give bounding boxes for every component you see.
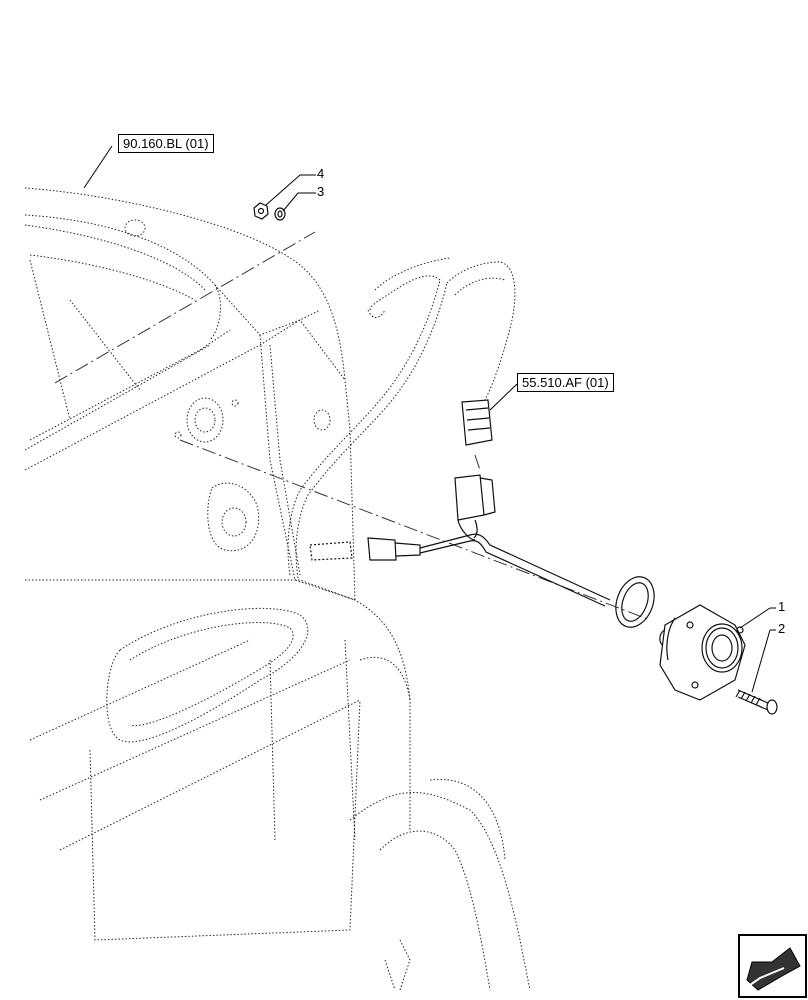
- reference-label-mid[interactable]: 55.510.AF (01): [517, 373, 614, 392]
- leader-ref-mid: [489, 383, 518, 411]
- cab-roof-outline: [24, 187, 346, 381]
- seal-ring: [615, 576, 655, 628]
- arrow-next-icon[interactable]: [738, 934, 807, 998]
- leader-ref-top: [83, 145, 113, 189]
- screw: [735, 689, 778, 715]
- reference-label-top[interactable]: 90.160.BL (01): [118, 134, 214, 153]
- cab-bracket: [207, 482, 260, 552]
- inline-connector: [309, 537, 421, 561]
- assembly-axis-lower: [179, 439, 651, 621]
- nut: [253, 202, 269, 220]
- power-socket: [659, 604, 746, 701]
- washer: [274, 207, 286, 221]
- rear-window-outline: [29, 259, 231, 441]
- cab-pillar: [259, 334, 356, 601]
- wheel-outline: [349, 792, 531, 991]
- callout-3: 3: [317, 184, 325, 199]
- harness-wire: [287, 279, 441, 576]
- callout-1: 1: [778, 599, 786, 614]
- leader-3: [282, 192, 316, 212]
- harness-connector-upper: [461, 399, 493, 446]
- socket-wire: [419, 533, 611, 601]
- leader-1: [739, 607, 776, 629]
- fender-outline: [25, 579, 411, 830]
- leader-4: [265, 174, 316, 206]
- leader-2: [751, 629, 776, 693]
- callout-2: 2: [778, 621, 786, 636]
- assembly-axis-upper: [54, 231, 316, 384]
- mounting-hole: [186, 397, 224, 443]
- callout-4: 4: [317, 166, 325, 181]
- harness-connector-mating: [454, 474, 496, 541]
